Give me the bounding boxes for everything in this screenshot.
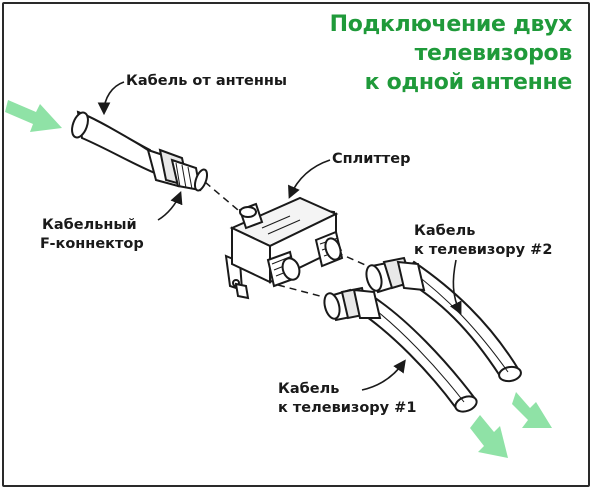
title-line-2: телевизоров — [414, 41, 573, 66]
antenna-cable — [71, 110, 162, 177]
title-line-3: к одной антенне — [364, 70, 573, 95]
label-tv2-cable: Кабель к телевизору #2 — [414, 223, 553, 258]
tv1-cable — [358, 294, 478, 413]
pointer-lines — [97, 81, 462, 391]
tv2-cable — [400, 260, 522, 383]
title-line-1: Подключение двух — [329, 12, 573, 37]
label-f-connector: Кабельный F-коннектор — [40, 217, 144, 252]
f-connector — [146, 148, 209, 192]
splitter-device — [224, 196, 344, 300]
label-tv1-cable: Кабель к телевизору #1 — [278, 381, 417, 416]
tv1-connector — [323, 286, 382, 322]
diagram-title: Подключение двух телевизоров к одной ант… — [329, 10, 573, 97]
arrow-out-icon — [470, 415, 508, 458]
tv2-connector — [365, 256, 426, 294]
label-splitter: Сплиттер — [332, 151, 411, 167]
arrow-in-icon — [5, 100, 62, 132]
label-antenna-cable: Кабель от антенны — [126, 73, 288, 89]
arrow-out-icon — [512, 392, 552, 428]
